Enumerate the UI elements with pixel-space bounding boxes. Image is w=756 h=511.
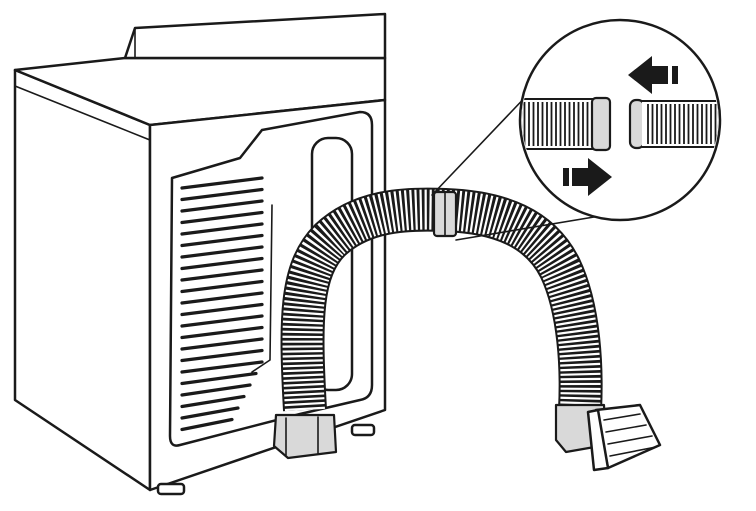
louver-slat — [180, 406, 240, 420]
dryer-foot-front — [156, 482, 186, 496]
louver-slat — [180, 314, 264, 328]
hood-frame — [586, 408, 610, 472]
dryer-top — [13, 56, 387, 127]
vent-louvers — [180, 176, 264, 432]
louver-slat — [180, 291, 264, 305]
detail-coupling-right — [628, 98, 646, 150]
control-console — [123, 12, 387, 60]
louver-slat — [180, 383, 252, 397]
louver-slat — [180, 222, 264, 236]
louver-slat — [180, 233, 264, 248]
hood-flap-lines — [603, 413, 657, 457]
outlet-clamp-detail — [285, 416, 319, 456]
exhaust-hose — [280, 187, 603, 412]
detail-hose-right-ribs — [647, 104, 717, 144]
louver-slat — [180, 302, 264, 317]
louver-slat — [180, 279, 264, 294]
louver-slat — [180, 268, 264, 282]
louver-slat — [180, 187, 264, 202]
louver-slat — [180, 394, 246, 409]
dryer-foot-back — [350, 423, 376, 437]
back-panel-ridge — [251, 204, 273, 373]
magnifier-circle — [518, 18, 722, 222]
detail-magnifier — [518, 18, 722, 222]
louver-slat — [180, 360, 264, 374]
callout-line-lower — [455, 213, 613, 241]
louver-slat — [180, 325, 264, 340]
louver-slat — [180, 371, 258, 386]
detail-coupling-left — [590, 96, 612, 152]
exhaust-hood — [554, 403, 662, 472]
arrow-right-icon — [563, 158, 612, 196]
louver-slat — [180, 417, 234, 432]
louver-slat — [180, 176, 264, 190]
louver-slat — [180, 245, 264, 259]
detail-hose-left-ribs — [523, 102, 589, 146]
arrow-left-icon — [628, 56, 678, 94]
dryer-side-panel — [13, 68, 152, 492]
louver-slat — [180, 348, 264, 363]
louver-slat — [180, 210, 264, 225]
louver-slat — [180, 337, 264, 351]
outlet-clamp — [272, 413, 338, 460]
louver-slat — [180, 199, 264, 213]
dryer-outlet-connector — [272, 413, 338, 460]
louver-slat — [180, 256, 264, 271]
